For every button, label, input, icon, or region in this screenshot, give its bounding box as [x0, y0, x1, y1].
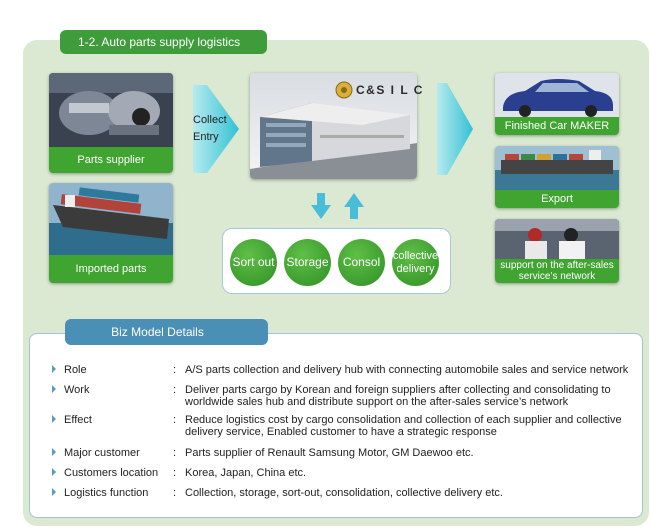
storage-step: Storage	[284, 239, 331, 286]
hub-logo-text: C&S I L C	[356, 83, 424, 97]
hub-logo-emblem-icon	[335, 81, 353, 99]
up-arrow-icon	[344, 193, 364, 219]
imported-parts-label: Imported parts	[49, 255, 173, 283]
warehouse-photo-icon	[250, 73, 417, 179]
collect-arrow-icon	[193, 85, 239, 173]
bullet-icon	[52, 415, 56, 423]
bullet-icon	[52, 468, 56, 476]
car-photo-icon	[495, 73, 619, 117]
bullet-icon	[52, 385, 56, 393]
cargo-ship-photo-icon	[49, 183, 173, 255]
mechanics-photo-icon	[495, 219, 619, 259]
parts-supplier-card: Parts supplier	[49, 73, 173, 173]
sort-out-step: Sort out	[230, 239, 277, 286]
export-card: Export	[495, 146, 619, 208]
parts-supplier-label: Parts supplier	[49, 147, 173, 173]
bullet-icon	[52, 488, 56, 496]
collect-entry-label: Collect Entry	[193, 114, 227, 143]
export-label: Export	[495, 190, 619, 208]
container-ship-photo-icon	[495, 146, 619, 190]
hub-warehouse-card	[250, 73, 417, 179]
biz-model-details-box	[29, 333, 643, 518]
imported-parts-card: Imported parts	[49, 183, 173, 283]
biz-model-details-tab: Biz Model Details	[65, 319, 268, 345]
bullet-icon	[52, 448, 56, 456]
diagram-title: 1-2. Auto parts supply logistics	[60, 30, 267, 54]
finished-car-maker-card: Finished Car MAKER	[495, 73, 619, 135]
after-sales-label: support on the after-sales service’s net…	[495, 259, 619, 283]
output-arrow-icon	[437, 83, 473, 175]
finished-car-maker-label: Finished Car MAKER	[495, 117, 619, 135]
consol-step: Consol	[338, 239, 385, 286]
after-sales-card: support on the after-sales service’s net…	[495, 219, 619, 283]
engine-photo-icon	[49, 73, 173, 147]
collective-delivery-step: collective delivery	[392, 239, 439, 286]
down-arrow-icon	[311, 193, 331, 219]
bullet-icon	[52, 365, 56, 373]
